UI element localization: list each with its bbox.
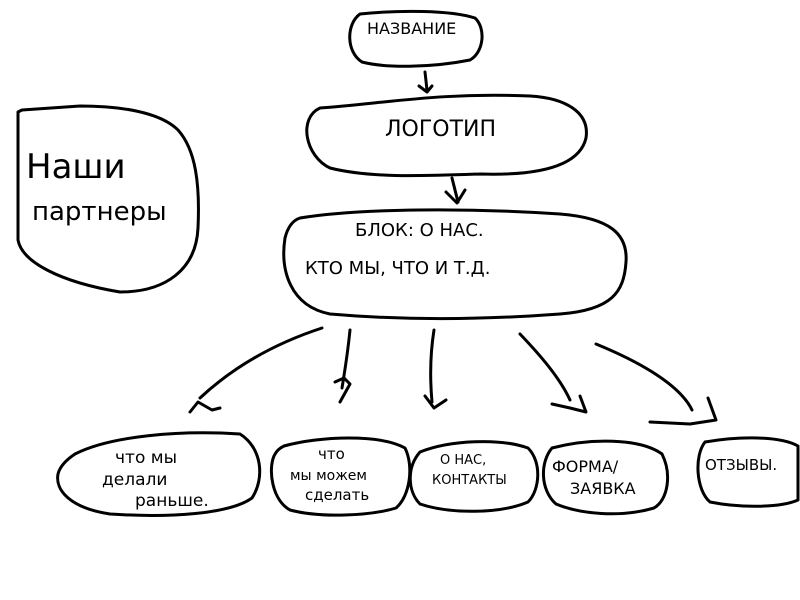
logo-node: ЛОГОТИП (305, 93, 588, 178)
child-node-5-line-1: ОТЗЫВЫ. (705, 456, 777, 474)
connector-about-to-child-3 (423, 328, 448, 410)
child-node-3-line-2: КОНТАКТЫ (432, 473, 507, 488)
connector-about-to-child-2 (333, 328, 352, 404)
child-node-1-line-2: делали (102, 470, 167, 490)
about-block-node: БЛОК: О НАС. КТО МЫ, ЧТО И Т.Д. (282, 208, 628, 320)
child-node-2-line-1: что (318, 445, 345, 463)
child-node-1-line-1: что мы (115, 448, 177, 468)
about-block-line-2: КТО МЫ, ЧТО И Т.Д. (305, 258, 490, 279)
child-node-4: ФОРМА/ ЗАЯВКА (541, 439, 669, 516)
connector-title-to-logo (417, 70, 434, 94)
child-node-4-line-1: ФОРМА/ (552, 457, 619, 476)
child-node-2-line-2: мы можем (290, 468, 367, 484)
title-node-label: НАЗВАНИЕ (367, 19, 456, 38)
child-node-3: О НАС, КОНТАКТЫ (408, 440, 540, 513)
about-block-line-1: БЛОК: О НАС. (355, 220, 484, 241)
partners-box: Наши партнеры (16, 104, 200, 294)
child-node-1-line-3: раньше. (135, 491, 209, 511)
child-node-4-line-2: ЗАЯВКА (570, 479, 636, 498)
connector-about-to-child-1 (188, 326, 324, 414)
connector-about-to-child-5 (594, 342, 718, 426)
connector-logo-to-about (444, 176, 467, 205)
child-node-2: что мы можем сделать (269, 436, 412, 517)
title-node: НАЗВАНИЕ (348, 9, 484, 68)
partners-label-line-1: Наши (26, 147, 126, 187)
connector-about-to-child-4 (518, 332, 588, 414)
child-node-5: ОТЗЫВЫ. (696, 436, 800, 508)
partners-label-line-2: партнеры (32, 197, 167, 227)
child-node-2-line-3: сделать (305, 486, 369, 504)
logo-node-label: ЛОГОТИП (385, 117, 496, 142)
child-node-1: что мы делали раньше. (56, 431, 262, 517)
child-node-3-line-1: О НАС, (440, 453, 486, 468)
